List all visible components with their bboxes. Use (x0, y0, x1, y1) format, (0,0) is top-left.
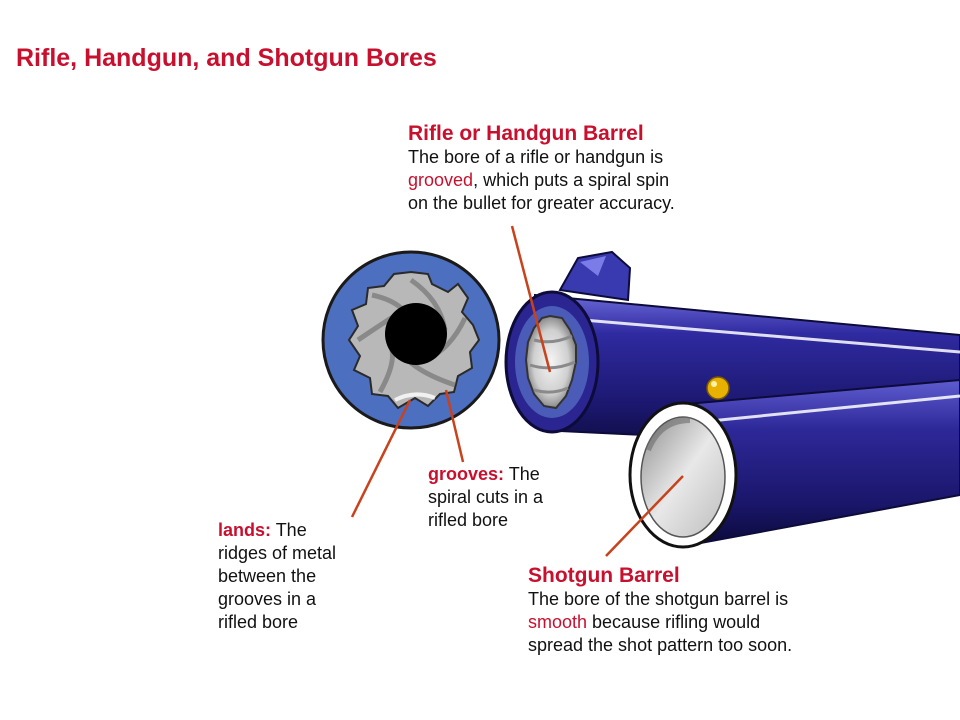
lands-callout: lands: The ridges of metal between the g… (218, 519, 388, 634)
shotgun-barrel-callout: Shotgun Barrel The bore of the shotgun b… (528, 564, 928, 657)
shotgun-barrel-shine (699, 394, 960, 424)
rifle-barrel-heading: Rifle or Handgun Barrel (408, 122, 644, 145)
grooves-line-3: rifled bore (428, 510, 509, 530)
rifle-grooves (529, 334, 576, 394)
lands-term: lands: (218, 520, 272, 540)
grooved-highlight: grooved (408, 170, 474, 190)
grooves-line-1: grooves: The (428, 463, 598, 486)
bead-sight (706, 376, 730, 400)
rifle-description-line-2: grooved, which puts a spiral spin (408, 169, 788, 192)
rifle-barrel-shine (559, 316, 960, 354)
shotgun-barrel-heading: Shotgun Barrel (528, 564, 680, 587)
shotgun-description-line-2-rest: because rifling would (587, 612, 761, 632)
shotgun-description-line-3: spread the shot pattern too soon. (528, 635, 793, 655)
page-title: Rifle, Handgun, and Shotgun Bores (16, 44, 437, 72)
lands-leader (350, 399, 412, 518)
rifle-description-line-3: on the bullet for greater accuracy. (408, 193, 675, 213)
shotgun-description-line-2: smooth because rifling would (528, 611, 928, 634)
land-highlight (394, 392, 436, 402)
lands-line-2: ridges of metal (218, 543, 337, 563)
shotgun-barrel (628, 378, 960, 549)
grooves-line-1-rest: The (504, 464, 540, 484)
rifle-description-line-2-rest: , which puts a spiral spin (473, 170, 670, 190)
front-sight (558, 250, 632, 302)
rifle-barrel-callout: Rifle or Handgun Barrel The bore of a ri… (408, 122, 788, 215)
lands-line-3: between the (218, 566, 317, 586)
rifle-barrel-leader (510, 225, 552, 373)
rifled-bore-cross-section (321, 250, 501, 430)
grooves-callout: grooves: The spiral cuts in a rifled bor… (428, 463, 598, 532)
bead-sight-highlight (711, 381, 717, 387)
leader-lines (350, 225, 684, 557)
lands-line-4: grooves in a (218, 589, 317, 609)
shotgun-description-line-1: The bore of the shotgun barrel is (528, 589, 789, 609)
grooves-term: grooves: (428, 464, 505, 484)
rifle-description-line-1: The bore of a rifle or handgun is (408, 147, 664, 167)
grooves-line-2: spiral cuts in a (428, 487, 544, 507)
shotgun-bore-shadow (645, 417, 691, 452)
lands-line-5: rifled bore (218, 612, 299, 632)
grooves-leader (444, 389, 465, 463)
lands-line-1-rest: The (271, 520, 307, 540)
lands-line-1: lands: The (218, 519, 388, 542)
smooth-highlight: smooth (528, 612, 588, 632)
shotgun-barrel-leader (605, 475, 684, 557)
sight-highlight (580, 256, 606, 276)
bore-center-hole (385, 303, 447, 365)
